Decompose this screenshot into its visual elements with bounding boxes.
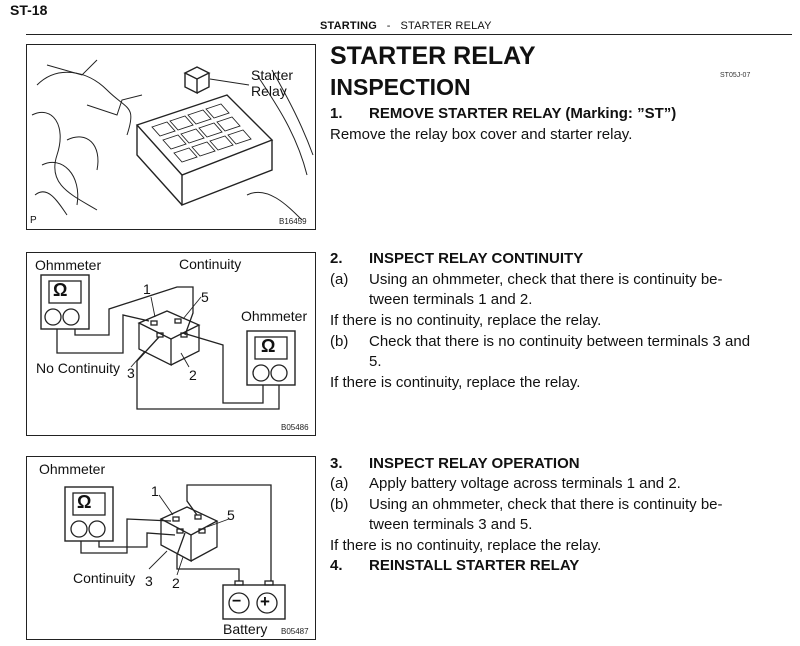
battery-label: Battery (223, 621, 268, 637)
step-3-number: 3. (330, 455, 343, 472)
relay-label: Relay (251, 83, 287, 99)
terminal-2-label: 2 (189, 367, 197, 383)
ohmmeter-left-label: Ohmmeter (35, 257, 102, 273)
figure-operation-check: Ohmmeter Ω Continuity 1 5 3 2 − + Batter… (26, 456, 316, 640)
figure-code: B05487 (281, 627, 309, 636)
battery-minus-icon: − (232, 593, 242, 610)
step-2b-line-1: Check that there is no continuity betwee… (369, 333, 751, 350)
header-rule (26, 34, 792, 35)
starter-label: Starter (251, 67, 294, 83)
figure-continuity-check: Ohmmeter Continuity Ohmmeter No Continui… (26, 252, 316, 436)
terminal-2-label: 2 (172, 575, 180, 591)
continuity-diagram (40, 274, 296, 410)
figure-code: B05486 (281, 423, 309, 432)
step-2a-line-2: tween terminals 1 and 2. (369, 291, 533, 308)
header-section: STARTING (320, 20, 378, 32)
figure-corner-mark: P (30, 215, 37, 226)
terminal-1-label: 1 (151, 483, 159, 499)
step-2b-line-2: 5. (369, 353, 382, 370)
step-3a-text: Apply battery voltage across terminals 1… (369, 475, 681, 492)
header-subsection: STARTER RELAY (400, 20, 492, 32)
step-2a-line-1: Using an ohmmeter, check that there is c… (369, 271, 723, 288)
step-3-heading: INSPECT RELAY OPERATION (369, 455, 580, 472)
terminal-3-label: 3 (145, 573, 153, 589)
step-1-number: 1. (330, 105, 343, 122)
ohmmeter-label: Ohmmeter (39, 461, 106, 477)
step-3-note: If there is no continuity, replace the r… (330, 537, 602, 554)
page-subtitle: INSPECTION (330, 74, 471, 100)
figure-code: B16459 (279, 217, 307, 226)
terminal-5-label: 5 (201, 289, 209, 305)
step-1-heading: REMOVE STARTER RELAY (Marking: ”ST”) (369, 105, 677, 122)
page-number: ST-18 (10, 2, 48, 18)
terminal-1-label: 1 (143, 281, 151, 297)
document-code: ST05J-07 (720, 72, 751, 79)
terminal-5-label: 5 (227, 507, 235, 523)
step-3b-line-2: tween terminals 3 and 5. (369, 516, 533, 533)
relay-box-illustration (31, 59, 314, 221)
step-1-text: Remove the relay box cover and starter r… (330, 126, 633, 143)
step-4-number: 4. (330, 557, 343, 574)
ohm-icon: Ω (53, 280, 68, 300)
no-continuity-label: No Continuity (36, 360, 121, 376)
step-3b-line-1: Using an ohmmeter, check that there is c… (369, 496, 723, 513)
continuity-label: Continuity (73, 570, 136, 586)
ohm-icon: Ω (77, 492, 92, 512)
ohm-icon: Ω (261, 336, 276, 356)
battery-plus-icon: + (260, 592, 270, 611)
step-3a-label: (a) (330, 475, 349, 492)
step-4-heading: REINSTALL STARTER RELAY (369, 557, 580, 574)
operation-diagram (64, 484, 286, 620)
step-2-note-2: If there is continuity, replace the rela… (330, 374, 581, 391)
step-2a-label: (a) (330, 271, 349, 288)
step-2b-label: (b) (330, 333, 349, 350)
step-2-note-1: If there is no continuity, replace the r… (330, 312, 602, 329)
terminal-3-label: 3 (127, 365, 135, 381)
ohmmeter-right-label: Ohmmeter (241, 308, 308, 324)
page-header: STARTING - STARTER RELAY (320, 20, 492, 32)
step-2-number: 2. (330, 250, 343, 267)
step-2-heading: INSPECT RELAY CONTINUITY (369, 250, 584, 267)
continuity-label: Continuity (179, 256, 242, 272)
page-title: STARTER RELAY (330, 42, 536, 70)
header-separator: - (386, 20, 391, 32)
step-3b-label: (b) (330, 496, 349, 513)
figure-relay-location: Starter Relay P B16459 (26, 44, 316, 230)
